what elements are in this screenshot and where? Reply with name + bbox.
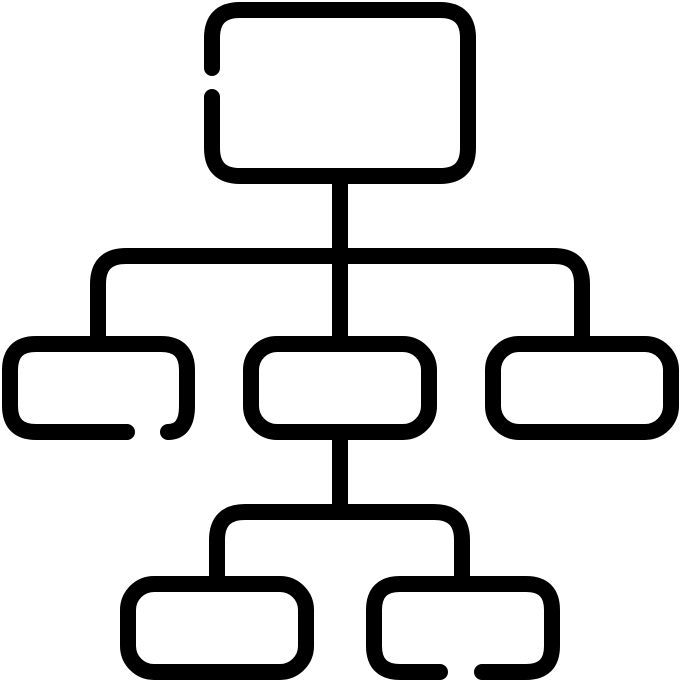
branch-connector-level-1 — [90, 248, 590, 352]
branch-connector-level-2 — [209, 504, 470, 592]
root-node-box — [204, 2, 476, 184]
child-node-right-box — [485, 336, 679, 440]
grandchild-node-left-box — [120, 576, 314, 680]
child-node-middle-box — [243, 336, 437, 440]
child-node-left-box — [2, 336, 195, 440]
grandchild-node-right-box — [366, 576, 560, 680]
